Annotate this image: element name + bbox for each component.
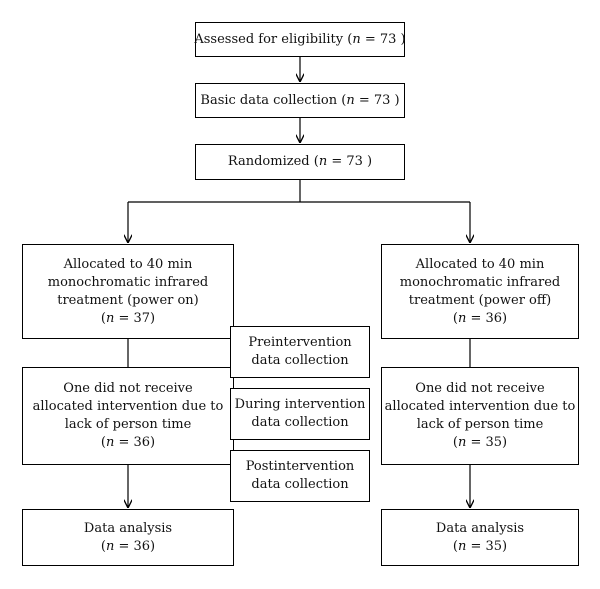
left-allocation-n: (n = 37) [100,310,156,326]
legend-pre-line-2: data collection [251,353,349,368]
right-allocation-n: (n = 36) [452,310,508,326]
right-dropout-line-2: allocated intervention due to [384,399,576,414]
basic-data-box: Basic data collection (n = 73 ) [195,83,405,118]
legend-during-line-2: data collection [251,415,349,430]
right-analysis-label: Data analysis [435,520,525,536]
right-allocation-line-3: treatment (power off) [408,292,552,308]
left-allocation-box: Allocated to 40 min monochromatic infrar… [22,244,234,339]
right-dropout-n: (n = 35) [452,435,508,450]
legend-post-line-2: data collection [251,477,349,492]
legend-postintervention-box: Postintervention data collection [230,450,370,502]
randomized-box: Randomized (n = 73 ) [195,144,405,180]
left-analysis-n: (n = 36) [100,538,156,554]
left-allocation-line-1: Allocated to 40 min [63,256,193,272]
left-analysis-box: Data analysis (n = 36) [22,509,234,566]
left-dropout-line-1: One did not receive [63,381,193,396]
right-allocation-line-1: Allocated to 40 min [415,256,545,272]
legend-pre-line-1: Preintervention [248,335,352,350]
legend-during-line-1: During intervention [234,397,366,412]
right-dropout-line-1: One did not receive [415,381,545,396]
basic-data-label: Basic data collection (n = 73 ) [200,92,400,108]
left-analysis-label: Data analysis [83,520,173,536]
assessed-box: Assessed for eligibility (n = 73 ) [194,22,406,57]
left-allocation-line-3: treatment (power on) [57,292,199,308]
left-allocation-line-2: monochromatic infrared [47,274,209,290]
assessed-label: Assessed for eligibility (n = 73 ) [194,31,406,47]
right-analysis-box: Data analysis (n = 35) [381,509,579,566]
legend-post-line-1: Postintervention [245,459,355,474]
left-dropout-line-2: allocated intervention due to [32,399,224,414]
right-dropout-line-3: lack of person time [416,417,544,432]
left-dropout-line-3: lack of person time [64,417,192,432]
legend-during-box: During intervention data collection [230,388,370,440]
randomized-label: Randomized (n = 73 ) [227,154,373,169]
right-allocation-line-2: monochromatic infrared [399,274,561,290]
legend-preintervention-box: Preintervention data collection [230,326,370,378]
right-dropout-box: One did not receive allocated interventi… [381,367,579,465]
right-analysis-n: (n = 35) [452,538,508,554]
right-allocation-box: Allocated to 40 min monochromatic infrar… [381,244,579,339]
left-dropout-n: (n = 36) [100,435,156,450]
left-dropout-box: One did not receive allocated interventi… [22,367,234,465]
